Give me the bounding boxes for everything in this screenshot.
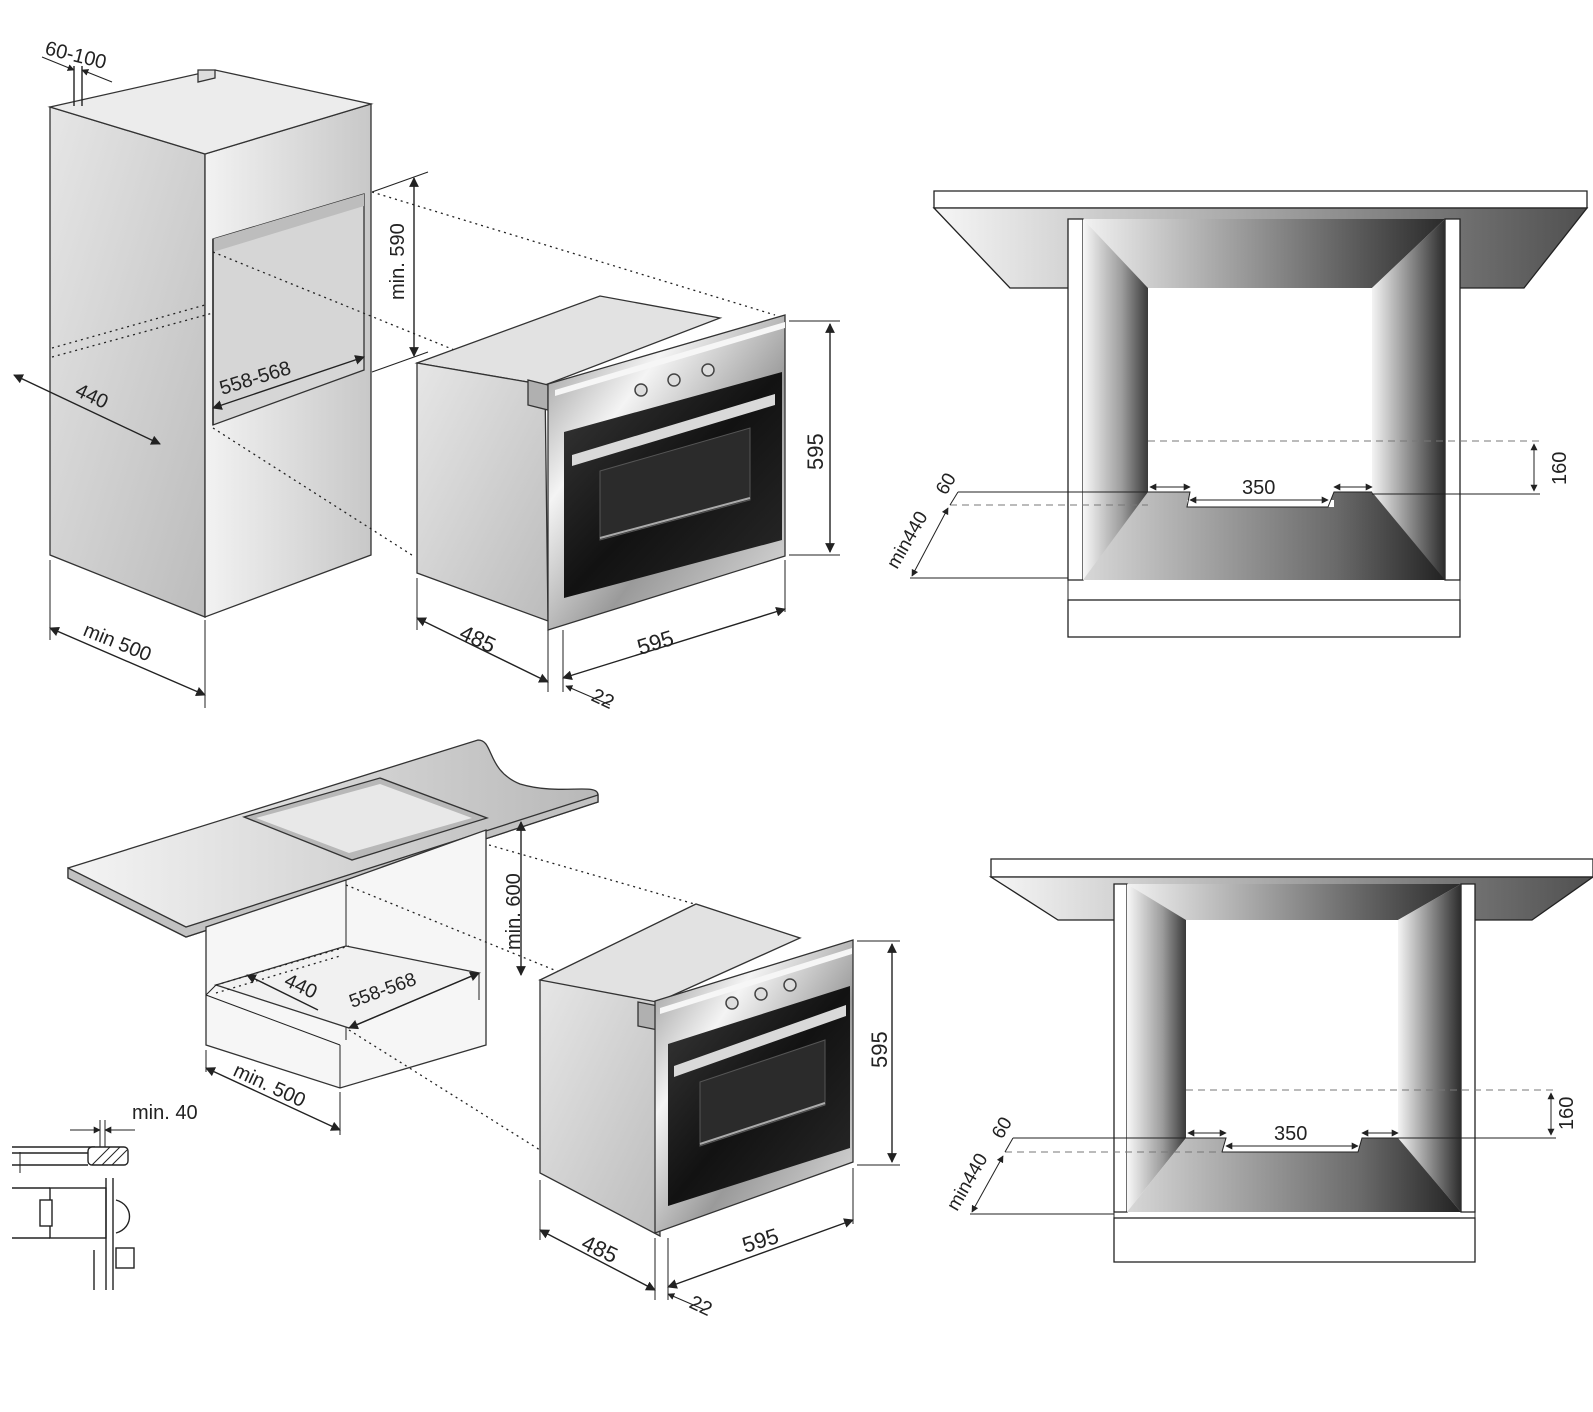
bottom-height-label: 160 bbox=[1556, 1097, 1578, 1130]
counter-oven-width-label: 595 bbox=[739, 1223, 781, 1258]
tall-front-depth-label: 22 bbox=[588, 685, 617, 714]
tall-gap-label: 60-100 bbox=[43, 38, 109, 74]
counter-niche-height-label: min. 600 bbox=[503, 873, 525, 950]
worktop bbox=[67, 739, 599, 938]
tall-niche-height-label: min. 590 bbox=[387, 223, 409, 300]
tall-oven-depth-label: 485 bbox=[456, 620, 500, 658]
counter-front-depth-label: 22 bbox=[686, 1292, 715, 1321]
bottom-depth-label: min440 bbox=[943, 1150, 992, 1214]
oven-tall bbox=[414, 295, 786, 631]
tall-cabinet bbox=[47, 69, 374, 618]
tall-cabinet-depth-label: min 500 bbox=[80, 619, 154, 666]
countertop-detail: min. 40 bbox=[12, 1102, 198, 1290]
top-height-label: 160 bbox=[1549, 452, 1571, 485]
tall-oven-height-label: 595 bbox=[803, 433, 828, 470]
front-view-top bbox=[932, 190, 1589, 638]
oven-counter bbox=[538, 903, 854, 1238]
counter-oven-height-label: 595 bbox=[867, 1031, 892, 1068]
top-width-label: 350 bbox=[1242, 477, 1275, 499]
detail-min-label: min. 40 bbox=[132, 1102, 198, 1124]
tall-oven-width-label: 595 bbox=[634, 625, 676, 660]
top-depth-label: min440 bbox=[883, 508, 932, 572]
counter-oven-depth-label: 485 bbox=[578, 1230, 622, 1268]
front-view-bottom bbox=[988, 858, 1593, 1263]
bottom-width-label: 350 bbox=[1274, 1123, 1307, 1145]
